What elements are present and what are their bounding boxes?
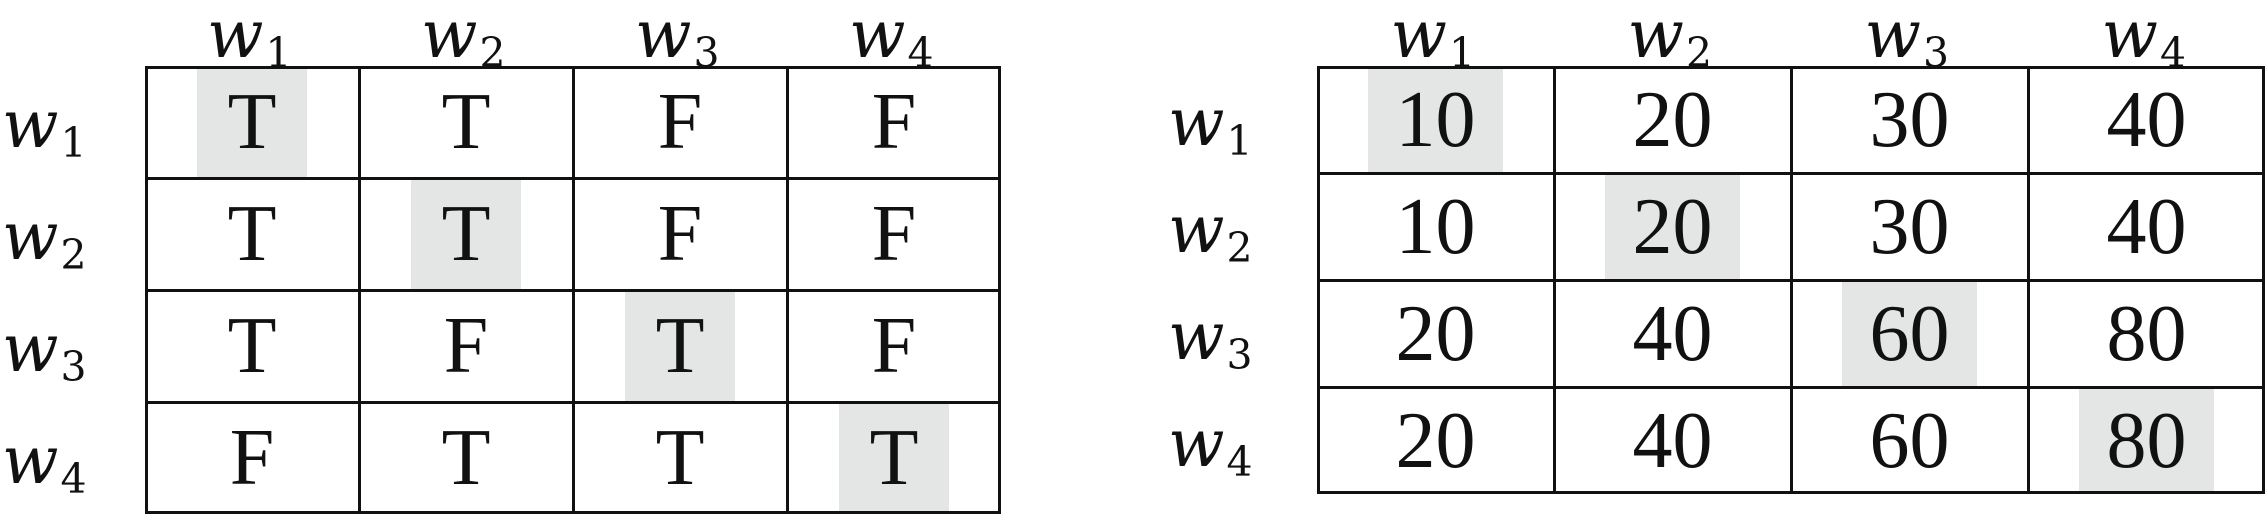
label-letter: w bbox=[421, 0, 478, 73]
table-cell: F bbox=[657, 78, 703, 166]
table-cell: 40 bbox=[1632, 289, 1713, 378]
table-cell: T bbox=[227, 190, 277, 278]
label-subscript: 1 bbox=[60, 119, 87, 168]
row-header: w2 bbox=[1168, 196, 1253, 272]
grid-horizontal-line bbox=[1317, 172, 2265, 175]
grid-horizontal-line bbox=[145, 177, 1001, 180]
table-cell: F bbox=[443, 302, 489, 390]
label-subscript: 4 bbox=[1226, 437, 1253, 486]
table-cell: F bbox=[657, 190, 703, 278]
column-header: w2 bbox=[1628, 2, 1713, 74]
table-cell: 30 bbox=[1869, 75, 1950, 164]
label-subscript: 2 bbox=[479, 29, 506, 78]
table-cell: T bbox=[441, 78, 491, 166]
label-subscript: 3 bbox=[1923, 29, 1950, 78]
table-cell: T bbox=[227, 78, 277, 166]
table-cell: 10 bbox=[1395, 182, 1476, 271]
table-cell: T bbox=[441, 190, 491, 278]
row-header: w2 bbox=[2, 204, 87, 276]
table-cell: F bbox=[871, 302, 917, 390]
table-cell: F bbox=[871, 78, 917, 166]
highlight-cell bbox=[839, 403, 949, 513]
label-subscript: 2 bbox=[60, 231, 87, 280]
table-cell: T bbox=[227, 302, 277, 390]
label-letter: w bbox=[1168, 297, 1225, 375]
highlight-cell bbox=[2079, 388, 2214, 493]
table-cell: T bbox=[441, 414, 491, 502]
column-header: w4 bbox=[2102, 2, 2187, 74]
highlight-cell bbox=[197, 67, 307, 177]
row-header: w1 bbox=[1168, 89, 1253, 165]
highlight-cell bbox=[411, 179, 521, 289]
table-cell: 40 bbox=[2106, 75, 2187, 164]
row-header: w1 bbox=[2, 92, 87, 164]
label-letter: w bbox=[1627, 0, 1685, 73]
highlight-cell bbox=[625, 291, 735, 401]
label-letter: w bbox=[2, 310, 59, 387]
column-header: w4 bbox=[849, 2, 934, 74]
label-subscript: 1 bbox=[1449, 29, 1476, 78]
label-letter: w bbox=[2101, 0, 2159, 73]
table-cell: 80 bbox=[2106, 289, 2187, 378]
label-subscript: 4 bbox=[907, 29, 934, 78]
table-cell: 80 bbox=[2106, 396, 2187, 485]
label-subscript: 3 bbox=[60, 343, 87, 392]
table-cell: 40 bbox=[1632, 396, 1713, 485]
label-subscript: 1 bbox=[265, 29, 292, 78]
table-cell: 60 bbox=[1869, 289, 1950, 378]
highlight-cell bbox=[1842, 281, 1977, 386]
row-header: w4 bbox=[2, 428, 87, 500]
table-cell: 10 bbox=[1395, 75, 1476, 164]
label-letter: w bbox=[635, 0, 692, 73]
label-letter: w bbox=[1390, 0, 1448, 73]
grid-horizontal-line bbox=[1317, 279, 2265, 282]
table-cell: F bbox=[229, 414, 275, 502]
column-header: w1 bbox=[1391, 2, 1476, 74]
grid-horizontal-line bbox=[1317, 386, 2265, 389]
table-cell: T bbox=[655, 302, 705, 390]
table-cell: T bbox=[655, 414, 705, 502]
label-subscript: 1 bbox=[1226, 116, 1253, 165]
table-cell: 30 bbox=[1869, 182, 1950, 271]
label-letter: w bbox=[1864, 0, 1922, 73]
column-header: w3 bbox=[1865, 2, 1950, 74]
table-cell: 40 bbox=[2106, 182, 2187, 271]
label-letter: w bbox=[1168, 404, 1225, 482]
label-letter: w bbox=[849, 0, 906, 73]
column-header: w1 bbox=[207, 2, 292, 74]
label-letter: w bbox=[2, 86, 59, 163]
label-letter: w bbox=[1168, 83, 1225, 161]
label-letter: w bbox=[1168, 190, 1225, 268]
label-letter: w bbox=[2, 198, 59, 275]
grid-horizontal-line bbox=[145, 401, 1001, 404]
grid-horizontal-line bbox=[145, 289, 1001, 292]
label-subscript: 4 bbox=[2160, 29, 2187, 78]
label-letter: w bbox=[2, 422, 59, 499]
row-header: w3 bbox=[1168, 303, 1253, 379]
table-cell: T bbox=[869, 414, 919, 502]
label-subscript: 2 bbox=[1226, 223, 1253, 272]
row-header: w4 bbox=[1168, 410, 1253, 486]
table-cell: 20 bbox=[1632, 75, 1713, 164]
label-subscript: 4 bbox=[60, 455, 87, 504]
label-letter: w bbox=[207, 0, 264, 73]
table-cell: F bbox=[871, 190, 917, 278]
table-cell: 60 bbox=[1869, 396, 1950, 485]
table-cell: 20 bbox=[1395, 396, 1476, 485]
column-header: w2 bbox=[421, 2, 506, 74]
label-subscript: 3 bbox=[693, 29, 720, 78]
row-header: w3 bbox=[2, 316, 87, 388]
highlight-cell bbox=[1605, 174, 1740, 279]
label-subscript: 3 bbox=[1226, 330, 1253, 379]
column-header: w3 bbox=[635, 2, 720, 74]
highlight-cell bbox=[1368, 67, 1503, 172]
table-cell: 20 bbox=[1632, 182, 1713, 271]
label-subscript: 2 bbox=[1686, 29, 1713, 78]
table-cell: 20 bbox=[1395, 289, 1476, 378]
